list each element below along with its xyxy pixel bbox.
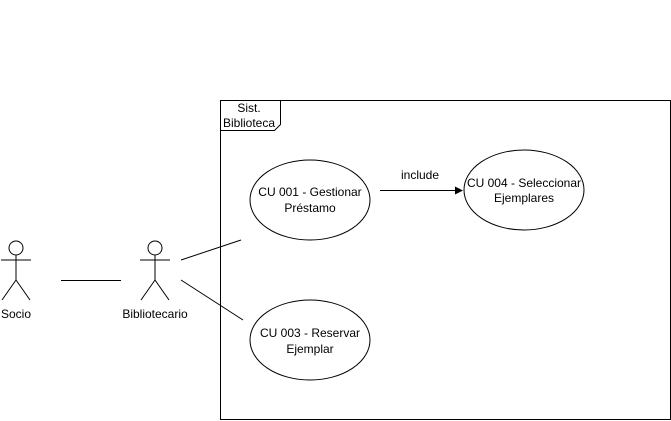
use-case-cu004-line1: CU 004 - Seleccionar [467, 176, 581, 190]
actor-bibliotecario-right-leg [154, 279, 170, 301]
use-case-cu004-line2: Ejemplares [494, 191, 554, 205]
actor-socio-right-leg [15, 279, 31, 301]
use-case-cu001-line1: CU 001 - Gestionar [258, 185, 361, 199]
actor-socio-head [8, 240, 24, 256]
association-bibliotecario-cu001[interactable] [180, 239, 242, 261]
use-case-cu004[interactable]: CU 004 - Seleccionar Ejemplares [463, 149, 585, 231]
actor-socio-label: Socio [1, 307, 31, 321]
use-case-cu001-line2: Préstamo [284, 201, 336, 215]
use-case-cu004-ellipse [463, 149, 585, 231]
use-case-cu003-line2: Ejemplar [286, 342, 333, 356]
use-case-cu003-ellipse [249, 299, 371, 381]
use-case-cu003-line1: CU 003 - Reservar [260, 326, 360, 340]
use-case-cu003[interactable]: CU 003 - Reservar Ejemplar [249, 299, 371, 381]
use-case-cu001[interactable]: CU 001 - Gestionar Préstamo [249, 159, 371, 241]
use-case-cu001-ellipse [249, 159, 371, 241]
include-label: include [401, 168, 439, 182]
system-label-line1: Sist. [237, 101, 260, 115]
actor-bibliotecario-head [147, 240, 163, 256]
actor-socio-left-leg [1, 279, 17, 301]
system-label-line2: Biblioteca [223, 116, 275, 130]
system-boundary-tab [220, 100, 281, 131]
association-bibliotecario-cu003[interactable] [180, 279, 244, 321]
actor-bibliotecario-figure [140, 240, 170, 301]
actor-socio-figure [1, 240, 31, 301]
actor-bibliotecario-label: Bibliotecario [122, 307, 188, 321]
actor-bibliotecario[interactable]: Bibliotecario [122, 240, 188, 321]
actor-socio[interactable]: Socio [1, 240, 31, 321]
actor-bibliotecario-left-leg [140, 279, 156, 301]
